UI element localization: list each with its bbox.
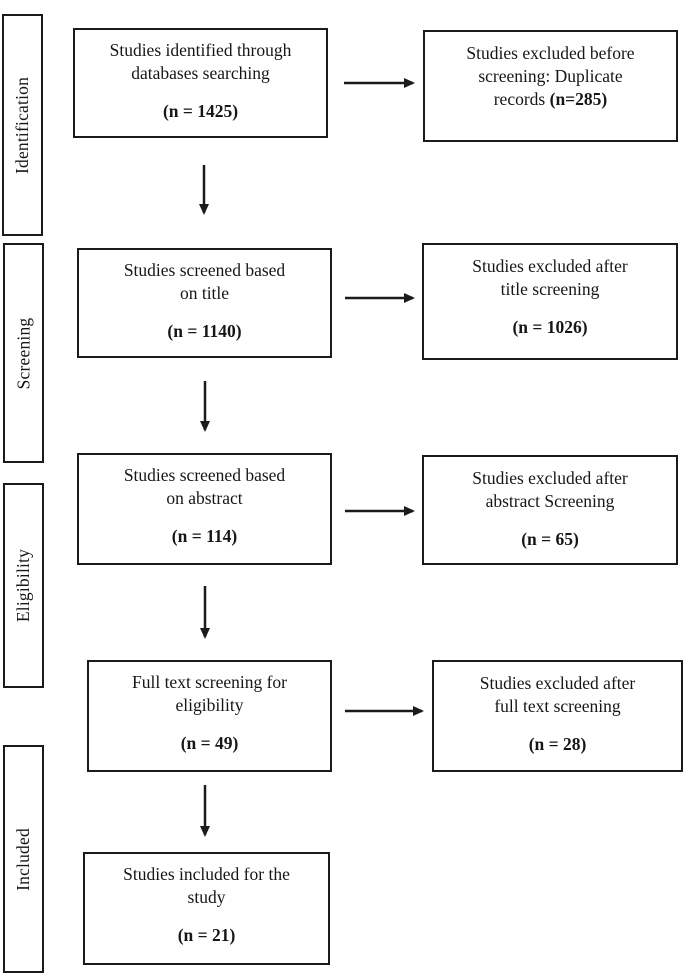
box-fulltext-line1: Full text screening for [131, 672, 288, 692]
box-excluded-title-line2: title screening [500, 279, 600, 300]
box-identified-count: (n = 1425) [162, 101, 239, 122]
stage-box-identification: Identification [2, 14, 43, 236]
box-screened-abstract-line1: Studies screened based [123, 465, 286, 485]
box-excluded-title: Studies excluded after title screening (… [422, 243, 678, 360]
box-screened-abstract-count: (n = 114) [171, 526, 238, 547]
box-excluded-abstract-count: (n = 65) [521, 529, 579, 550]
box-excluded-duplicates-count: (n=285) [549, 89, 608, 110]
stage-box-eligibility: Eligibility [3, 483, 44, 688]
box-included-count: (n = 21) [177, 925, 236, 946]
box-fulltext-count: (n = 49) [180, 733, 239, 754]
box-excluded-fulltext-line2: full text screening [494, 696, 621, 717]
box-identified: Studies identified through databases sea… [73, 28, 328, 138]
box-excluded-fulltext-line1: Studies excluded after [479, 673, 636, 693]
box-fulltext-line2: eligibility [175, 695, 244, 716]
box-excluded-duplicates-line3: records (n=285) [425, 88, 676, 111]
box-included: Studies included for the study (n = 21) [83, 852, 330, 965]
box-excluded-duplicates: Studies excluded before screening: Dupli… [423, 30, 678, 142]
box-excluded-abstract-line2: abstract Screening [485, 491, 615, 512]
box-excluded-abstract-line1: Studies excluded after [472, 468, 628, 488]
box-included-line2: study [187, 887, 226, 908]
box-screened-title: Studies screened based on title (n = 114… [77, 248, 332, 358]
stage-label-identification: Identification [12, 76, 33, 174]
box-screened-title-line2: on title [179, 283, 230, 304]
stage-label-screening: Screening [13, 317, 33, 389]
box-fulltext: Full text screening for eligibility (n =… [87, 660, 332, 772]
box-excluded-duplicates-line3-prefix: records [493, 89, 550, 110]
stage-label-eligibility: Eligibility [13, 548, 33, 623]
box-excluded-fulltext: Studies excluded after full text screeni… [432, 660, 683, 772]
box-identified-line2: databases searching [131, 63, 270, 84]
stage-box-screening: Screening [3, 243, 44, 463]
box-excluded-duplicates-line1: Studies excluded before [466, 43, 635, 63]
box-excluded-title-count: (n = 1026) [512, 317, 588, 338]
stage-box-included: Included [3, 745, 44, 973]
box-identified-line1: Studies identified through [109, 40, 292, 60]
box-excluded-duplicates-line2: screening: Duplicate [478, 66, 623, 87]
box-screened-title-line1: Studies screened based [123, 260, 286, 280]
box-excluded-abstract: Studies excluded after abstract Screenin… [422, 455, 678, 565]
box-screened-title-count: (n = 1140) [167, 321, 242, 342]
box-excluded-fulltext-count: (n = 28) [528, 734, 587, 755]
box-excluded-title-line1: Studies excluded after [472, 256, 628, 276]
stage-label-included: Included [13, 827, 34, 891]
box-included-line1: Studies included for the [123, 864, 290, 884]
box-screened-abstract: Studies screened based on abstract (n = … [77, 453, 332, 565]
box-screened-abstract-line2: on abstract [166, 488, 243, 509]
